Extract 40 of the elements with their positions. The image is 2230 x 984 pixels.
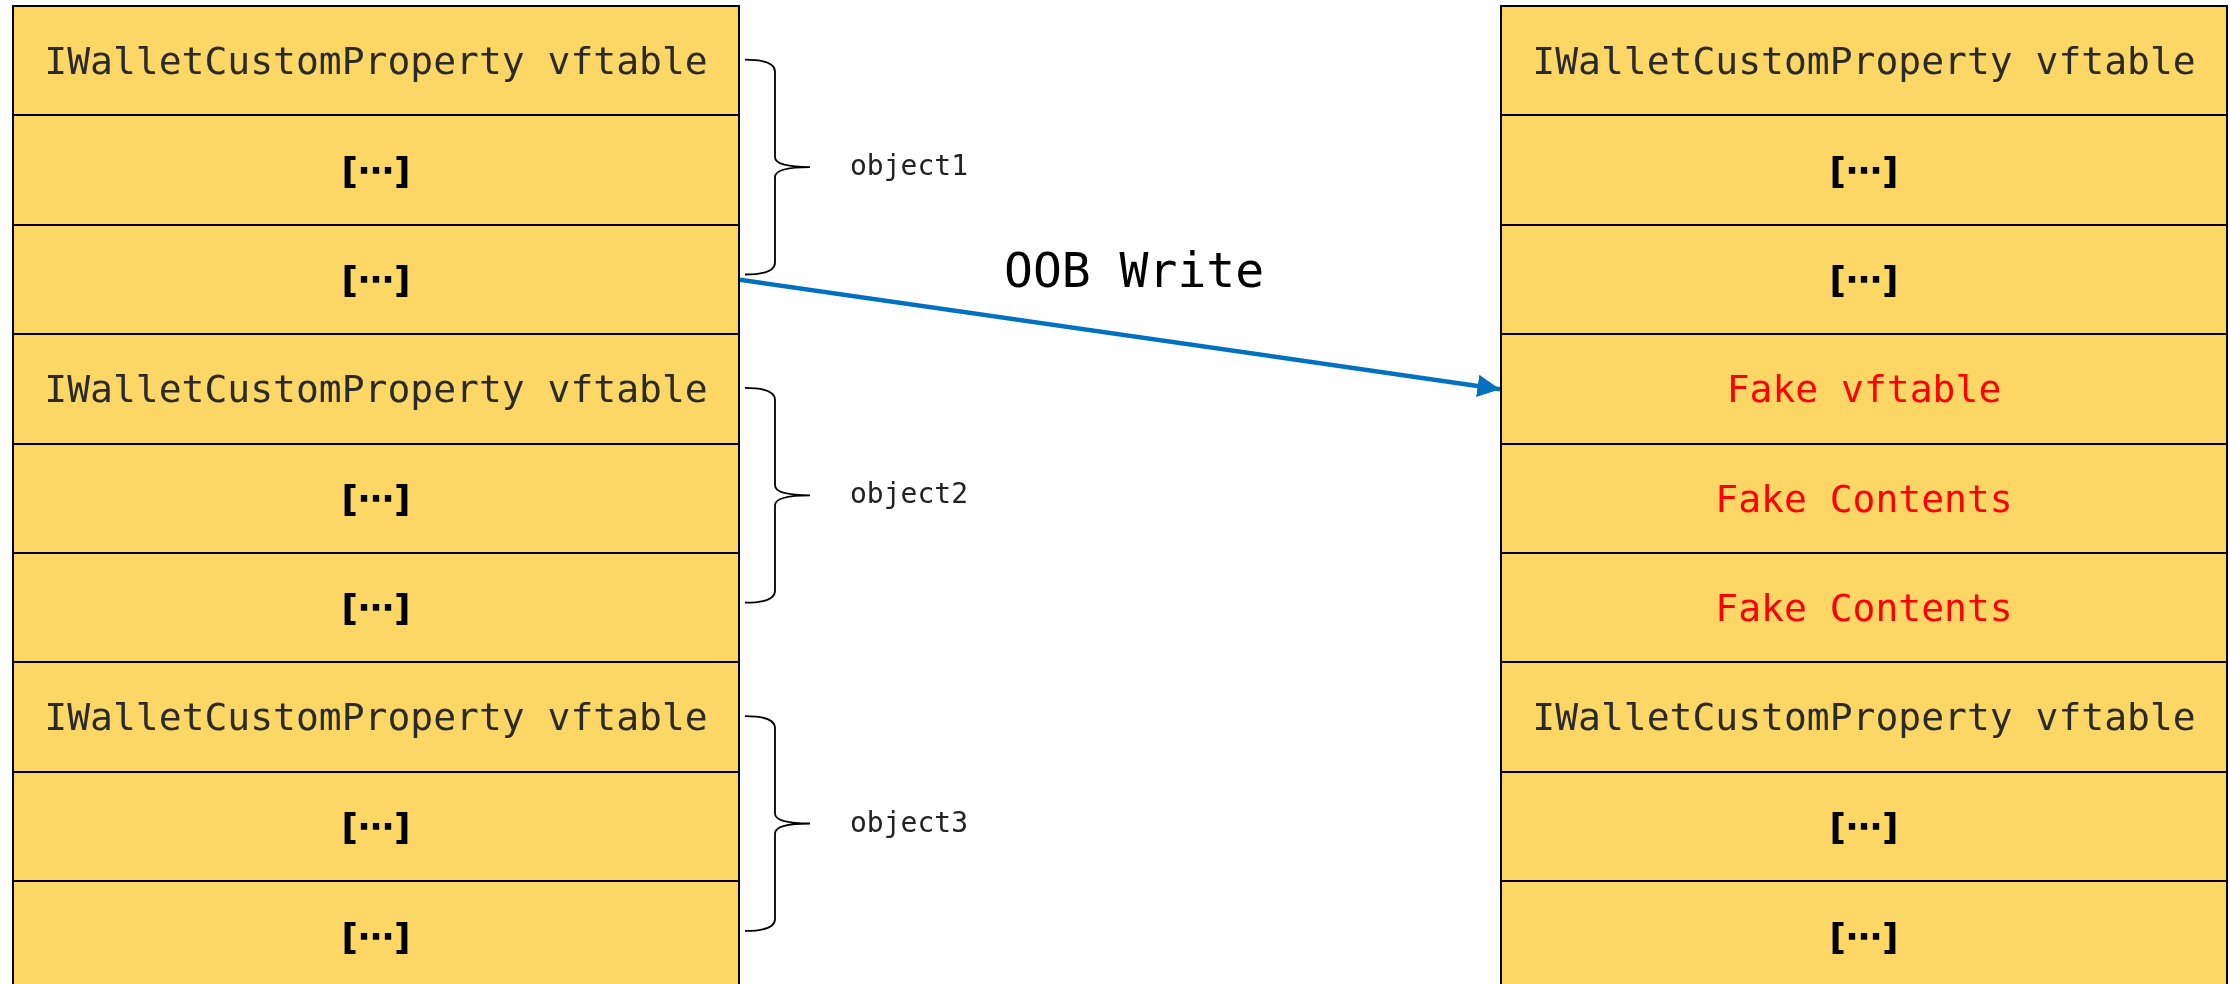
object-label: object2 — [850, 477, 968, 511]
object-label: object1 — [850, 149, 968, 183]
memory-cell — [1500, 5, 2228, 117]
memory-cell — [12, 770, 740, 883]
cell-text: IWalletCustomProperty vftable — [44, 695, 708, 740]
cell-text: [⋯] — [341, 915, 411, 957]
memory-cell — [1500, 552, 2228, 664]
cell-text: [⋯] — [341, 587, 411, 629]
memory-cell — [12, 223, 740, 336]
cell-text: [⋯] — [341, 806, 411, 848]
memory-cell — [1500, 223, 2228, 336]
memory-cell — [1500, 880, 2228, 984]
cell-text: IWalletCustomProperty vftable — [44, 38, 708, 83]
memory-cell — [12, 333, 740, 446]
cell-text: [⋯] — [341, 149, 411, 191]
cell-text: [⋯] — [1829, 259, 1899, 301]
memory-cell — [12, 114, 740, 227]
cell-text: [⋯] — [1829, 915, 1899, 957]
memory-cell — [12, 442, 740, 555]
memory-cell — [12, 661, 740, 774]
memory-cell — [1500, 661, 2228, 774]
memory-cell — [12, 880, 740, 984]
cell-text: Fake Contents — [1715, 476, 2013, 521]
memory-cell — [12, 552, 740, 664]
cell-text: [⋯] — [341, 259, 411, 301]
cell-text: IWalletCustomProperty vftable — [1532, 695, 2196, 740]
cell-text: [⋯] — [341, 478, 411, 520]
arrow — [739, 277, 1501, 398]
cell-text: [⋯] — [1829, 149, 1899, 191]
memory-cell — [1500, 333, 2228, 446]
cell-text: IWalletCustomProperty vftable — [44, 367, 708, 412]
cell-text: Fake vftable — [1726, 367, 2002, 412]
memory-cell — [12, 5, 740, 117]
memory-cell — [1500, 114, 2228, 227]
memory-cell — [1500, 770, 2228, 883]
cell-text: IWalletCustomProperty vftable — [1532, 38, 2196, 83]
cell-text: Fake Contents — [1715, 585, 2013, 630]
memory-cell — [1500, 442, 2228, 555]
object-label: object3 — [850, 805, 968, 839]
cell-text: [⋯] — [1829, 806, 1899, 848]
